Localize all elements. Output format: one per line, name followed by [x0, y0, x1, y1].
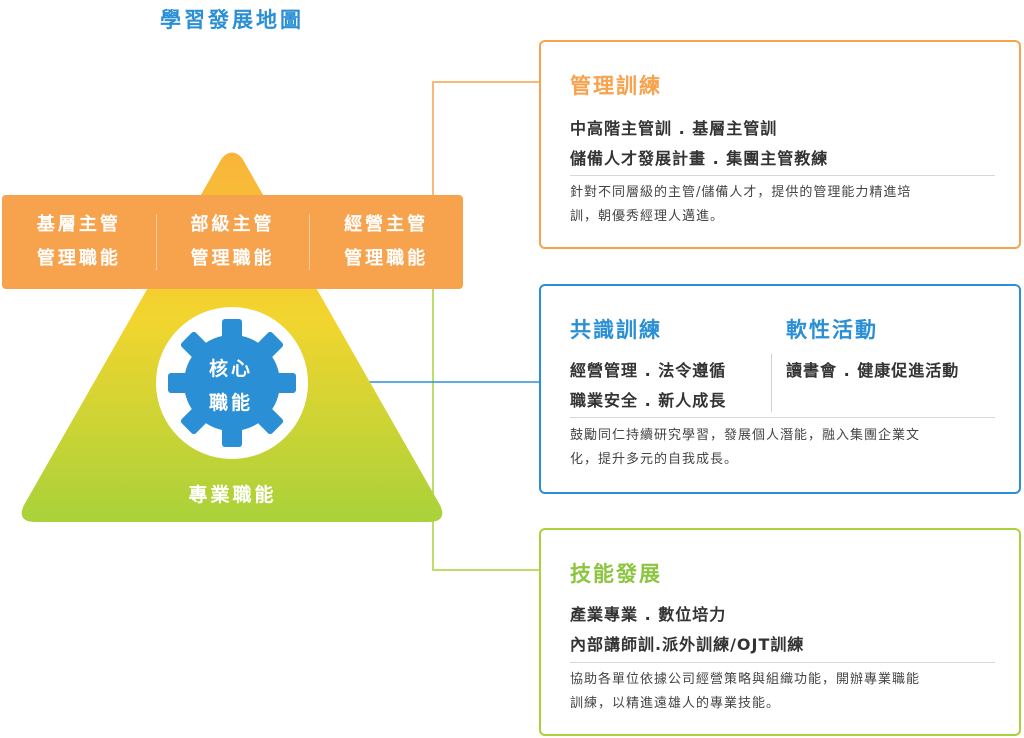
band-executive-manager-line2: 管理職能 — [344, 248, 429, 269]
band-department-manager: 部級主管 管理職能 — [155, 208, 310, 276]
management-competency-band: 基層主管 管理職能 部級主管 管理職能 經營主管 管理職能 — [2, 195, 463, 289]
skills-development-card: 技能發展 產業專業 . 數位培力 內部講師訓.派外訓練/OJT訓練 協助各單位依… — [539, 528, 1021, 736]
description-line: 針對不同層級的主管/儲備人才，提供的管理能力精進培 — [570, 185, 912, 200]
list-item: 儲備人才發展計畫 . 集團主管教練 — [570, 149, 829, 168]
list-item: 讀書會 . 健康促進活動 — [786, 361, 960, 380]
band-basic-manager: 基層主管 管理職能 — [2, 208, 156, 276]
description-line: 訓，朝優秀經理人邁進。 — [570, 209, 725, 224]
list-item: 中高階主管訓 . 基層主管訓 — [570, 119, 778, 138]
band-department-manager-line2: 管理職能 — [190, 248, 275, 269]
professional-competency-label: 專業職能 — [188, 484, 277, 506]
card-items-left: 經營管理 . 法令遵循 職業安全 . 新人成長 — [570, 356, 726, 416]
card-items: 產業專業 . 數位培力 內部講師訓.派外訓練/OJT訓練 — [570, 600, 804, 660]
core-label-line2: 職能 — [208, 392, 253, 414]
card-title-consensus: 共識訓練 — [570, 318, 662, 342]
page-title: 學習發展地圖 — [160, 8, 304, 32]
description-line: 化，提升多元的自我成長。 — [570, 452, 739, 467]
list-item: 經營管理 . 法令遵循 — [570, 361, 727, 380]
band-executive-manager-line1: 經營主管 — [344, 214, 429, 235]
divider — [570, 417, 995, 418]
description-line: 協助各單位依據公司經營策略與組織功能，開辦專業職能 — [570, 672, 921, 687]
list-item: 內部講師訓.派外訓練/OJT訓練 — [570, 635, 805, 654]
list-item: 產業專業 . 數位培力 — [570, 605, 727, 624]
card-items: 中高階主管訓 . 基層主管訓 儲備人才發展計畫 . 集團主管教練 — [570, 114, 828, 174]
list-item: 職業安全 . 新人成長 — [570, 391, 727, 410]
band-department-manager-line1: 部級主管 — [190, 214, 275, 235]
card-items-right: 讀書會 . 健康促進活動 — [786, 356, 959, 386]
description-line: 訓練，以精進遠雄人的專業技能。 — [570, 696, 781, 711]
card-description: 針對不同層級的主管/儲備人才，提供的管理能力精進培 訓，朝優秀經理人邁進。 — [570, 181, 911, 229]
gear-icon — [168, 319, 296, 447]
card-description: 協助各單位依據公司經營策略與組織功能，開辦專業職能 訓練，以精進遠雄人的專業技能… — [570, 668, 920, 716]
divider — [570, 662, 995, 663]
column-divider — [771, 354, 772, 412]
card-title: 技能發展 — [570, 562, 662, 586]
core-label-line1: 核心 — [208, 358, 253, 380]
management-training-card: 管理訓練 中高階主管訓 . 基層主管訓 儲備人才發展計畫 . 集團主管教練 針對… — [539, 40, 1021, 249]
description-line: 鼓勵同仁持續研究學習，發展個人潛能，融入集團企業文 — [570, 428, 921, 443]
card-title-soft-activities: 軟性活動 — [786, 318, 878, 342]
band-basic-manager-line1: 基層主管 — [36, 214, 121, 235]
core-competency-label: 核心 職能 — [183, 352, 279, 420]
core-training-card: 共識訓練 軟性活動 經營管理 . 法令遵循 職業安全 . 新人成長 讀書會 . … — [539, 284, 1021, 494]
connector-skills — [432, 290, 539, 571]
card-description: 鼓勵同仁持續研究學習，發展個人潛能，融入集團企業文 化，提升多元的自我成長。 — [570, 424, 920, 472]
band-basic-manager-line2: 管理職能 — [36, 248, 121, 269]
divider — [570, 175, 995, 176]
band-executive-manager: 經營主管 管理職能 — [309, 208, 463, 276]
card-title: 管理訓練 — [570, 74, 662, 98]
